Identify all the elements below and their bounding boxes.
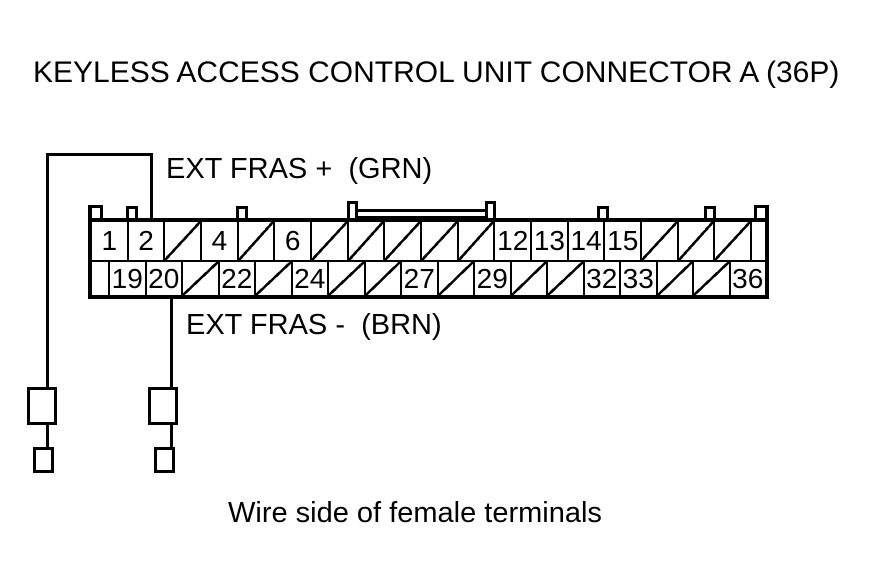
- pin-cell-12: 12: [495, 222, 533, 260]
- blocked-pin-cell: [642, 222, 679, 260]
- blocked-pin-cell: [348, 222, 386, 260]
- pin-cell-19: 19: [110, 262, 147, 295]
- blocked-pin-cell: [438, 262, 475, 295]
- blocked-pin-cell: [165, 222, 203, 260]
- blocked-pin-cell: [422, 222, 459, 260]
- terminal-body-2: [148, 387, 178, 425]
- blocked-pin-cell: [678, 222, 716, 260]
- housing-tab: [126, 206, 138, 219]
- terminal-link-1: [46, 424, 49, 449]
- housing-tab: [704, 206, 716, 219]
- wire-line-grn-vertical-left: [46, 153, 49, 389]
- housing-corner-step-left: [88, 205, 103, 219]
- blocked-pin-cell: [312, 222, 349, 260]
- blocked-pin-cell: [548, 262, 585, 295]
- blocked-pin-cell: [385, 222, 423, 260]
- caption: Wire side of female terminals: [228, 497, 602, 529]
- terminal-tip-1: [33, 447, 54, 473]
- pin-cell-27: 27: [402, 262, 439, 295]
- housing-tab: [236, 206, 248, 219]
- diagram-title: KEYLESS ACCESS CONTROL UNIT CONNECTOR A …: [33, 56, 840, 89]
- pin-cell-22: 22: [219, 262, 256, 295]
- housing-tab: [597, 206, 609, 219]
- pin-cell-20: 20: [146, 262, 183, 295]
- pin-cell-6: 6: [275, 222, 313, 260]
- blocked-pin-cell: [256, 262, 293, 295]
- wire-line-grn-horizontal: [46, 153, 153, 156]
- wire-label-ext-fras-plus: EXT FRAS + (GRN): [166, 153, 433, 185]
- pin-cell-29: 29: [475, 262, 512, 295]
- wire-line-grn-drop-to-pin-2: [150, 153, 153, 220]
- pin-cell-32: 32: [584, 262, 621, 295]
- blocked-pin-cell: [511, 262, 548, 295]
- filler-strip-left: [92, 262, 110, 295]
- blocked-pin-cell: [238, 222, 276, 260]
- pin-cell-2: 2: [128, 222, 166, 260]
- wire-line-brn-vertical: [170, 297, 173, 389]
- blocked-pin-cell: [365, 262, 402, 295]
- housing-corner-step-right: [754, 205, 769, 219]
- housing-latch-post-left: [347, 201, 358, 219]
- wire-label-ext-fras-minus: EXT FRAS - (BRN): [186, 309, 442, 341]
- pin-cell-36: 36: [730, 262, 765, 295]
- pin-cell-14: 14: [568, 222, 606, 260]
- pin-cell-1: 1: [92, 222, 129, 260]
- housing-latch-post-right: [485, 201, 496, 219]
- filler-strip-right: [752, 222, 765, 260]
- blocked-pin-cell: [694, 262, 731, 295]
- terminal-tip-2: [154, 447, 175, 473]
- pin-cell-15: 15: [605, 222, 643, 260]
- pin-cell-33: 33: [621, 262, 658, 295]
- pin-cell-13: 13: [532, 222, 569, 260]
- blocked-pin-cell: [183, 262, 220, 295]
- terminal-link-2: [170, 424, 173, 449]
- blocked-pin-cell: [329, 262, 366, 295]
- terminal-body-1: [27, 387, 57, 425]
- housing-latch-bridge: [357, 209, 486, 218]
- blocked-pin-cell: [657, 262, 694, 295]
- blocked-pin-cell: [458, 222, 496, 260]
- blocked-pin-cell: [715, 222, 753, 260]
- pin-cell-4: 4: [202, 222, 239, 260]
- pin-cell-24: 24: [292, 262, 329, 295]
